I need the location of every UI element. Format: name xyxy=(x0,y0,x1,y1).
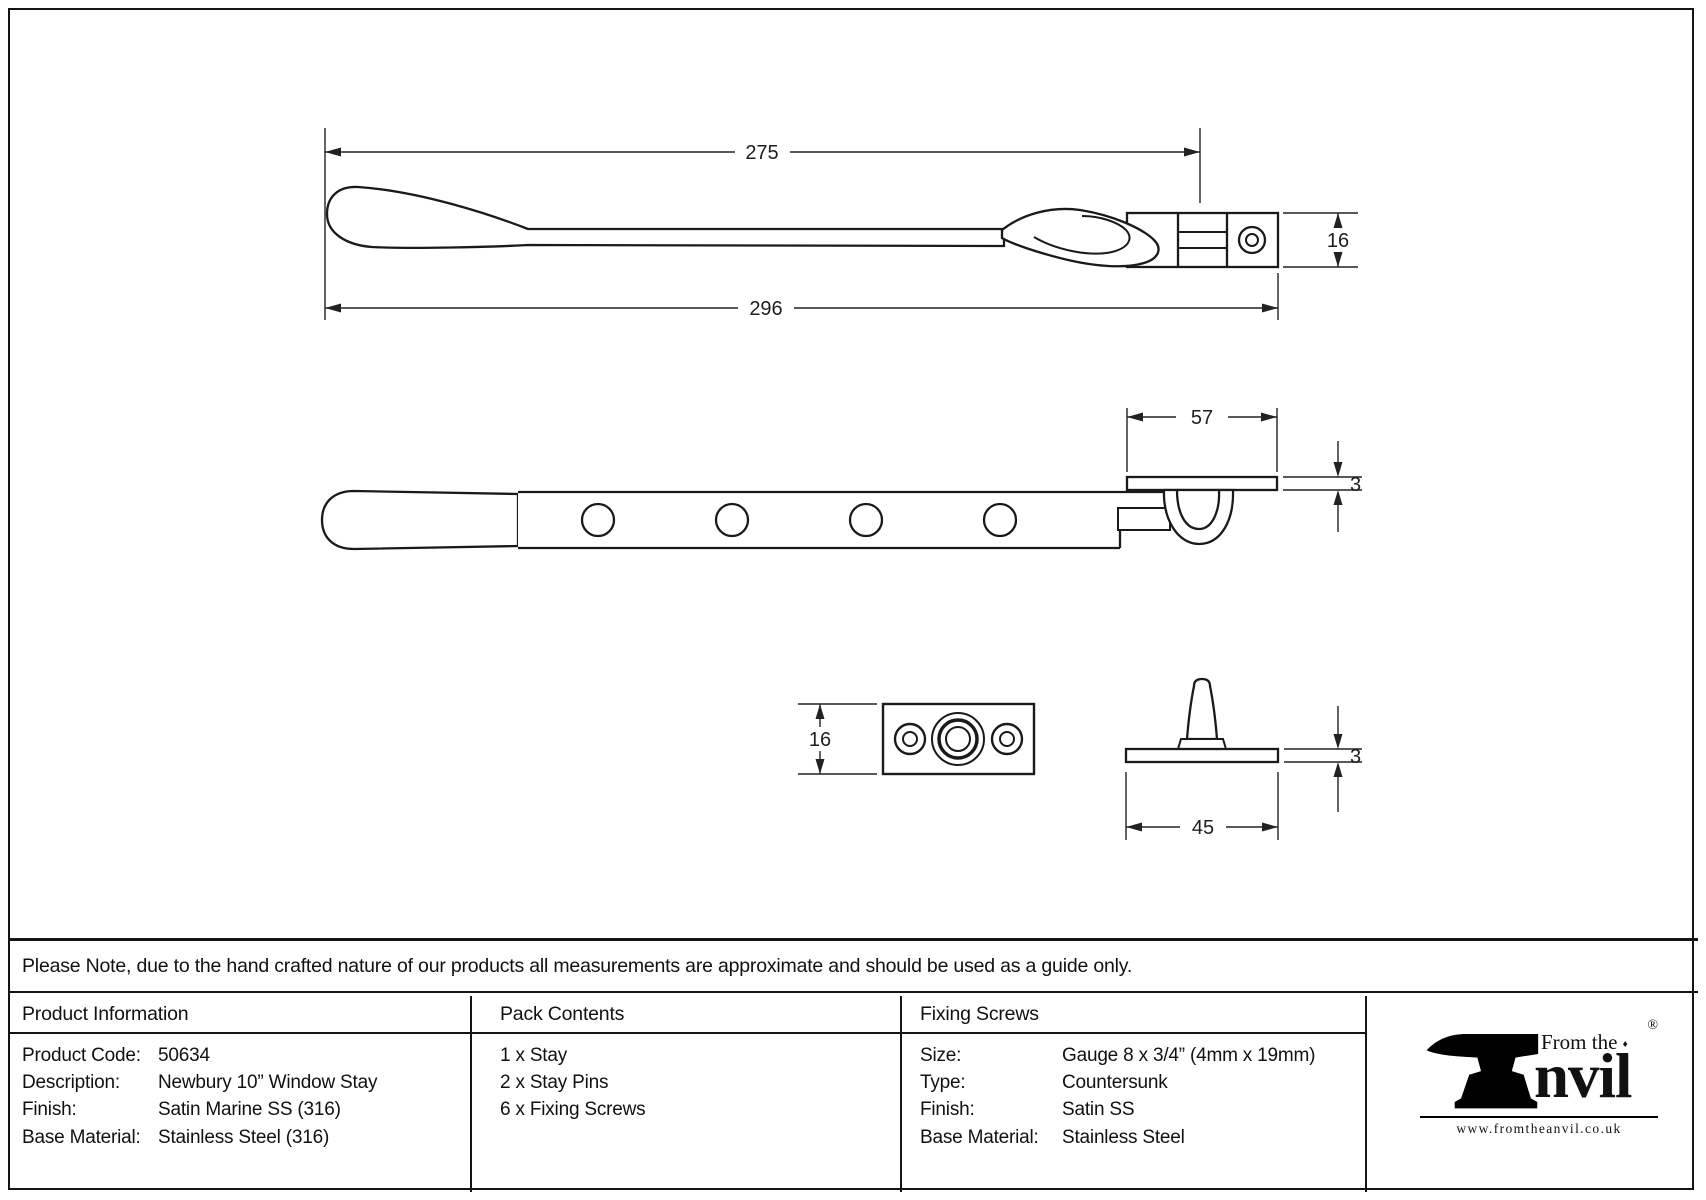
dimension-labels: 275 296 16 57 3 16 3 45 xyxy=(745,142,1361,839)
stay-hole xyxy=(982,502,1018,538)
stay-plan-view-shapes xyxy=(320,475,1279,551)
dim-label-3-plate: 3 xyxy=(1350,474,1361,496)
technical-drawings: 275 296 16 57 3 16 3 45 xyxy=(320,128,1362,840)
dim-label-16-keeper: 16 xyxy=(809,729,831,751)
table-divider xyxy=(470,996,472,1192)
stay-hole xyxy=(848,502,884,538)
website-url: www.fromtheanvil.co.uk xyxy=(1420,1116,1658,1137)
table-row: Base Material: Stainless Steel (316) xyxy=(22,1124,377,1151)
pack-item: 6 x Fixing Screws xyxy=(500,1099,646,1121)
pin-base-plate xyxy=(1124,747,1280,764)
logo-brand-text: nvil xyxy=(1534,1041,1633,1111)
pin-cone xyxy=(1185,677,1219,741)
keeper-plate-dims xyxy=(798,703,877,775)
from-the-anvil-logo: From the ♦ nvil ® www.fromtheanvil.co.uk xyxy=(1420,1012,1658,1146)
fixing-screws-cell: Size: Gauge 8 x 3/4” (4mm x 19mm) Type: … xyxy=(920,1042,1315,1152)
list-item: 1 x Stay xyxy=(500,1042,645,1069)
logo-prefix: From the ♦ xyxy=(1541,1030,1628,1055)
diamond-icon: ♦ xyxy=(1622,1039,1628,1050)
field-value: Newbury 10” Window Stay xyxy=(158,1072,378,1094)
stay-handle-plan xyxy=(320,489,520,551)
dim-label-3-pin: 3 xyxy=(1350,746,1361,768)
field-label: Type: xyxy=(920,1072,966,1094)
stay-plan-view-dims xyxy=(1126,408,1362,532)
field-value: Stainless Steel xyxy=(1062,1126,1185,1148)
product-information-cell: Product Code: 50634 Description: Newbury… xyxy=(22,1042,377,1152)
field-value: Gauge 8 x 3/4” (4mm x 19mm) xyxy=(1062,1044,1316,1066)
product-information-header: Product Information xyxy=(22,1003,189,1025)
pack-item: 2 x Stay Pins xyxy=(500,1072,609,1094)
dim-label-57: 57 xyxy=(1191,407,1213,429)
list-item: 6 x Fixing Screws xyxy=(500,1097,646,1124)
field-value: 50634 xyxy=(158,1044,210,1066)
dim-label-275: 275 xyxy=(745,142,778,164)
field-label: Product Code: xyxy=(22,1044,141,1066)
table-divider xyxy=(1365,996,1367,1192)
table-row: Product Code: 50634 xyxy=(22,1042,377,1069)
stay-side-view-drawing xyxy=(324,128,1358,320)
dim-label-296: 296 xyxy=(749,298,782,320)
stay-hole xyxy=(714,502,750,538)
table-row: Finish: Satin Marine SS (316) xyxy=(22,1097,377,1124)
dim-label-16-bracket: 16 xyxy=(1327,230,1349,252)
stay-pin-shapes xyxy=(1124,677,1280,764)
table-row: Size: Gauge 8 x 3/4” (4mm x 19mm) xyxy=(920,1042,1315,1069)
stay-hole xyxy=(580,502,616,538)
field-value: Stainless Steel (316) xyxy=(158,1126,330,1148)
field-label: Base Material: xyxy=(22,1126,141,1148)
measurement-note: Please Note, due to the hand crafted nat… xyxy=(8,938,1698,993)
stay-bar-plan xyxy=(518,492,1166,548)
table-row: Base Material: Stainless Steel xyxy=(920,1124,1315,1151)
stay-side-view-shapes xyxy=(325,185,1280,269)
field-label: Finish: xyxy=(22,1099,77,1121)
list-item: 2 x Stay Pins xyxy=(500,1069,645,1096)
spoon-catch xyxy=(1000,207,1160,268)
table-row: Finish: Satin SS xyxy=(920,1097,1315,1124)
pack-contents-cell: 1 x Stay 2 x Stay Pins 6 x Fixing Screws xyxy=(500,1042,646,1124)
header-underline xyxy=(10,1032,1365,1034)
field-label: Description: xyxy=(22,1072,120,1094)
field-label: Base Material: xyxy=(920,1126,1039,1148)
pack-item: 1 x Stay xyxy=(500,1044,568,1066)
field-value: Satin SS xyxy=(1062,1099,1135,1121)
field-value: Countersunk xyxy=(1062,1072,1168,1094)
field-value: Satin Marine SS (316) xyxy=(158,1099,341,1121)
fixing-screws-header: Fixing Screws xyxy=(920,1003,1039,1025)
field-label: Size: xyxy=(920,1044,962,1066)
table-row: Type: Countersunk xyxy=(920,1069,1315,1096)
sheet-border xyxy=(8,8,1694,1190)
anvil-icon xyxy=(1426,1033,1539,1109)
pivot-hook xyxy=(1162,488,1235,546)
keeper-plate-shapes xyxy=(881,702,1036,776)
table-row: Description: Newbury 10” Window Stay xyxy=(22,1069,377,1096)
stay-pin-dims xyxy=(1125,706,1362,840)
dim-label-45: 45 xyxy=(1192,817,1214,839)
field-label: Finish: xyxy=(920,1099,975,1121)
logo-prefix-text: From the xyxy=(1541,1030,1618,1054)
registered-mark: ® xyxy=(1647,1018,1658,1033)
pack-contents-header: Pack Contents xyxy=(500,1003,625,1025)
table-divider xyxy=(900,996,902,1192)
